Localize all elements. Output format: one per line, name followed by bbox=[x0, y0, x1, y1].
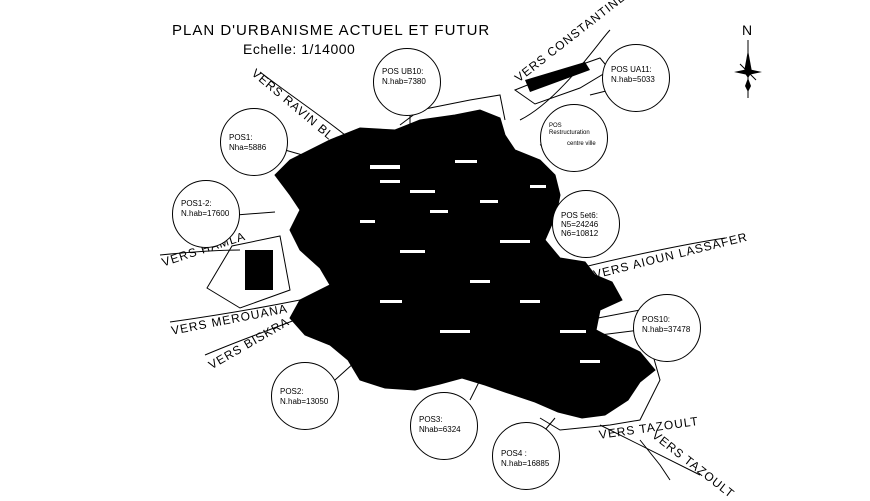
zone-outline-hamla bbox=[206, 235, 291, 309]
pos-bubble-pos2: POS2: N.hab=13050 bbox=[271, 362, 339, 430]
pos-bubble-pos1-2: POS1-2: N.hab=17600 bbox=[172, 180, 240, 248]
roads bbox=[159, 29, 726, 481]
pos-bubble-pos5-6: POS 5et6: N5=24246 N6=10812 bbox=[552, 190, 620, 258]
constantine-block bbox=[525, 62, 590, 92]
pos-bubble-pos1: POS1: Nha=5886 bbox=[220, 108, 288, 176]
city-footprint bbox=[274, 109, 656, 419]
map-scale: Echelle: 1/14000 bbox=[243, 41, 356, 57]
compass-north-label: N bbox=[742, 22, 753, 38]
pos-bubble-ua11: POS UA11: N.hab=5033 bbox=[602, 44, 670, 112]
pos-bubble-pos10: POS10: N.hab=37478 bbox=[633, 294, 701, 362]
hamla-block bbox=[245, 250, 273, 290]
pos-bubble-pos4: POS4 : N.hab=16885 bbox=[492, 422, 560, 490]
compass-rose bbox=[734, 40, 762, 98]
pos-bubble-restructuration: POS Restructuration centre ville bbox=[540, 104, 608, 172]
pos-bubble-ub10: POS UB10: N.hab=7380 bbox=[373, 48, 441, 116]
city-texture bbox=[360, 160, 600, 363]
map-title: PLAN D'URBANISME ACTUEL ET FUTUR bbox=[172, 22, 491, 39]
pos-bubble-pos3: POS3: Nhab=6324 bbox=[410, 392, 478, 460]
